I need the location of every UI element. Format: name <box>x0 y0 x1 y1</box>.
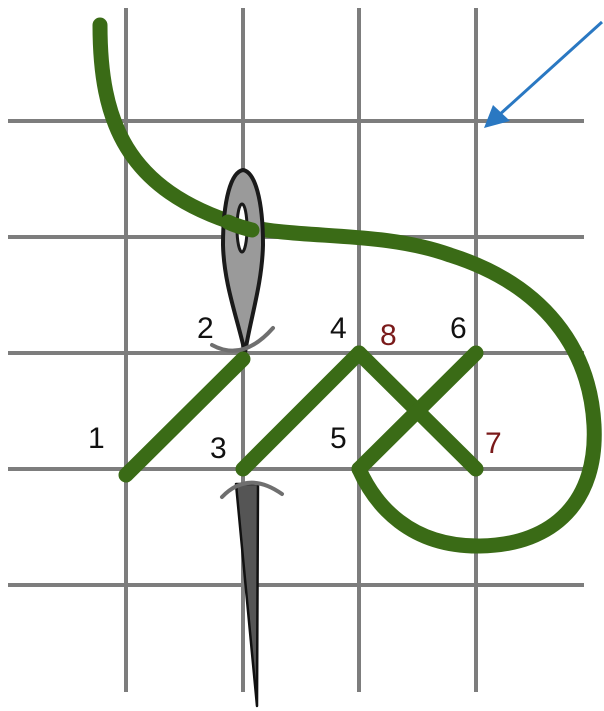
point-label-1: 1 <box>88 422 105 455</box>
stitch-5-6 <box>351 345 484 477</box>
sewing-needle-icon <box>210 167 275 354</box>
point-label-7: 7 <box>485 427 502 460</box>
point-label-5: 5 <box>330 422 347 455</box>
stitches <box>118 345 484 483</box>
stitch-1-2 <box>118 351 251 483</box>
point-label-3: 3 <box>210 432 227 465</box>
point-label-2: 2 <box>197 312 214 345</box>
stitch-3-4 <box>235 345 367 477</box>
pointer-arrow-icon <box>484 20 604 128</box>
point-label-4: 4 <box>330 312 347 345</box>
point-label-6: 6 <box>450 312 467 345</box>
thread-through-eye <box>220 214 260 238</box>
point-label-8: 8 <box>380 319 397 352</box>
thread-loop <box>92 17 602 554</box>
needle-tip-icon <box>220 480 284 708</box>
